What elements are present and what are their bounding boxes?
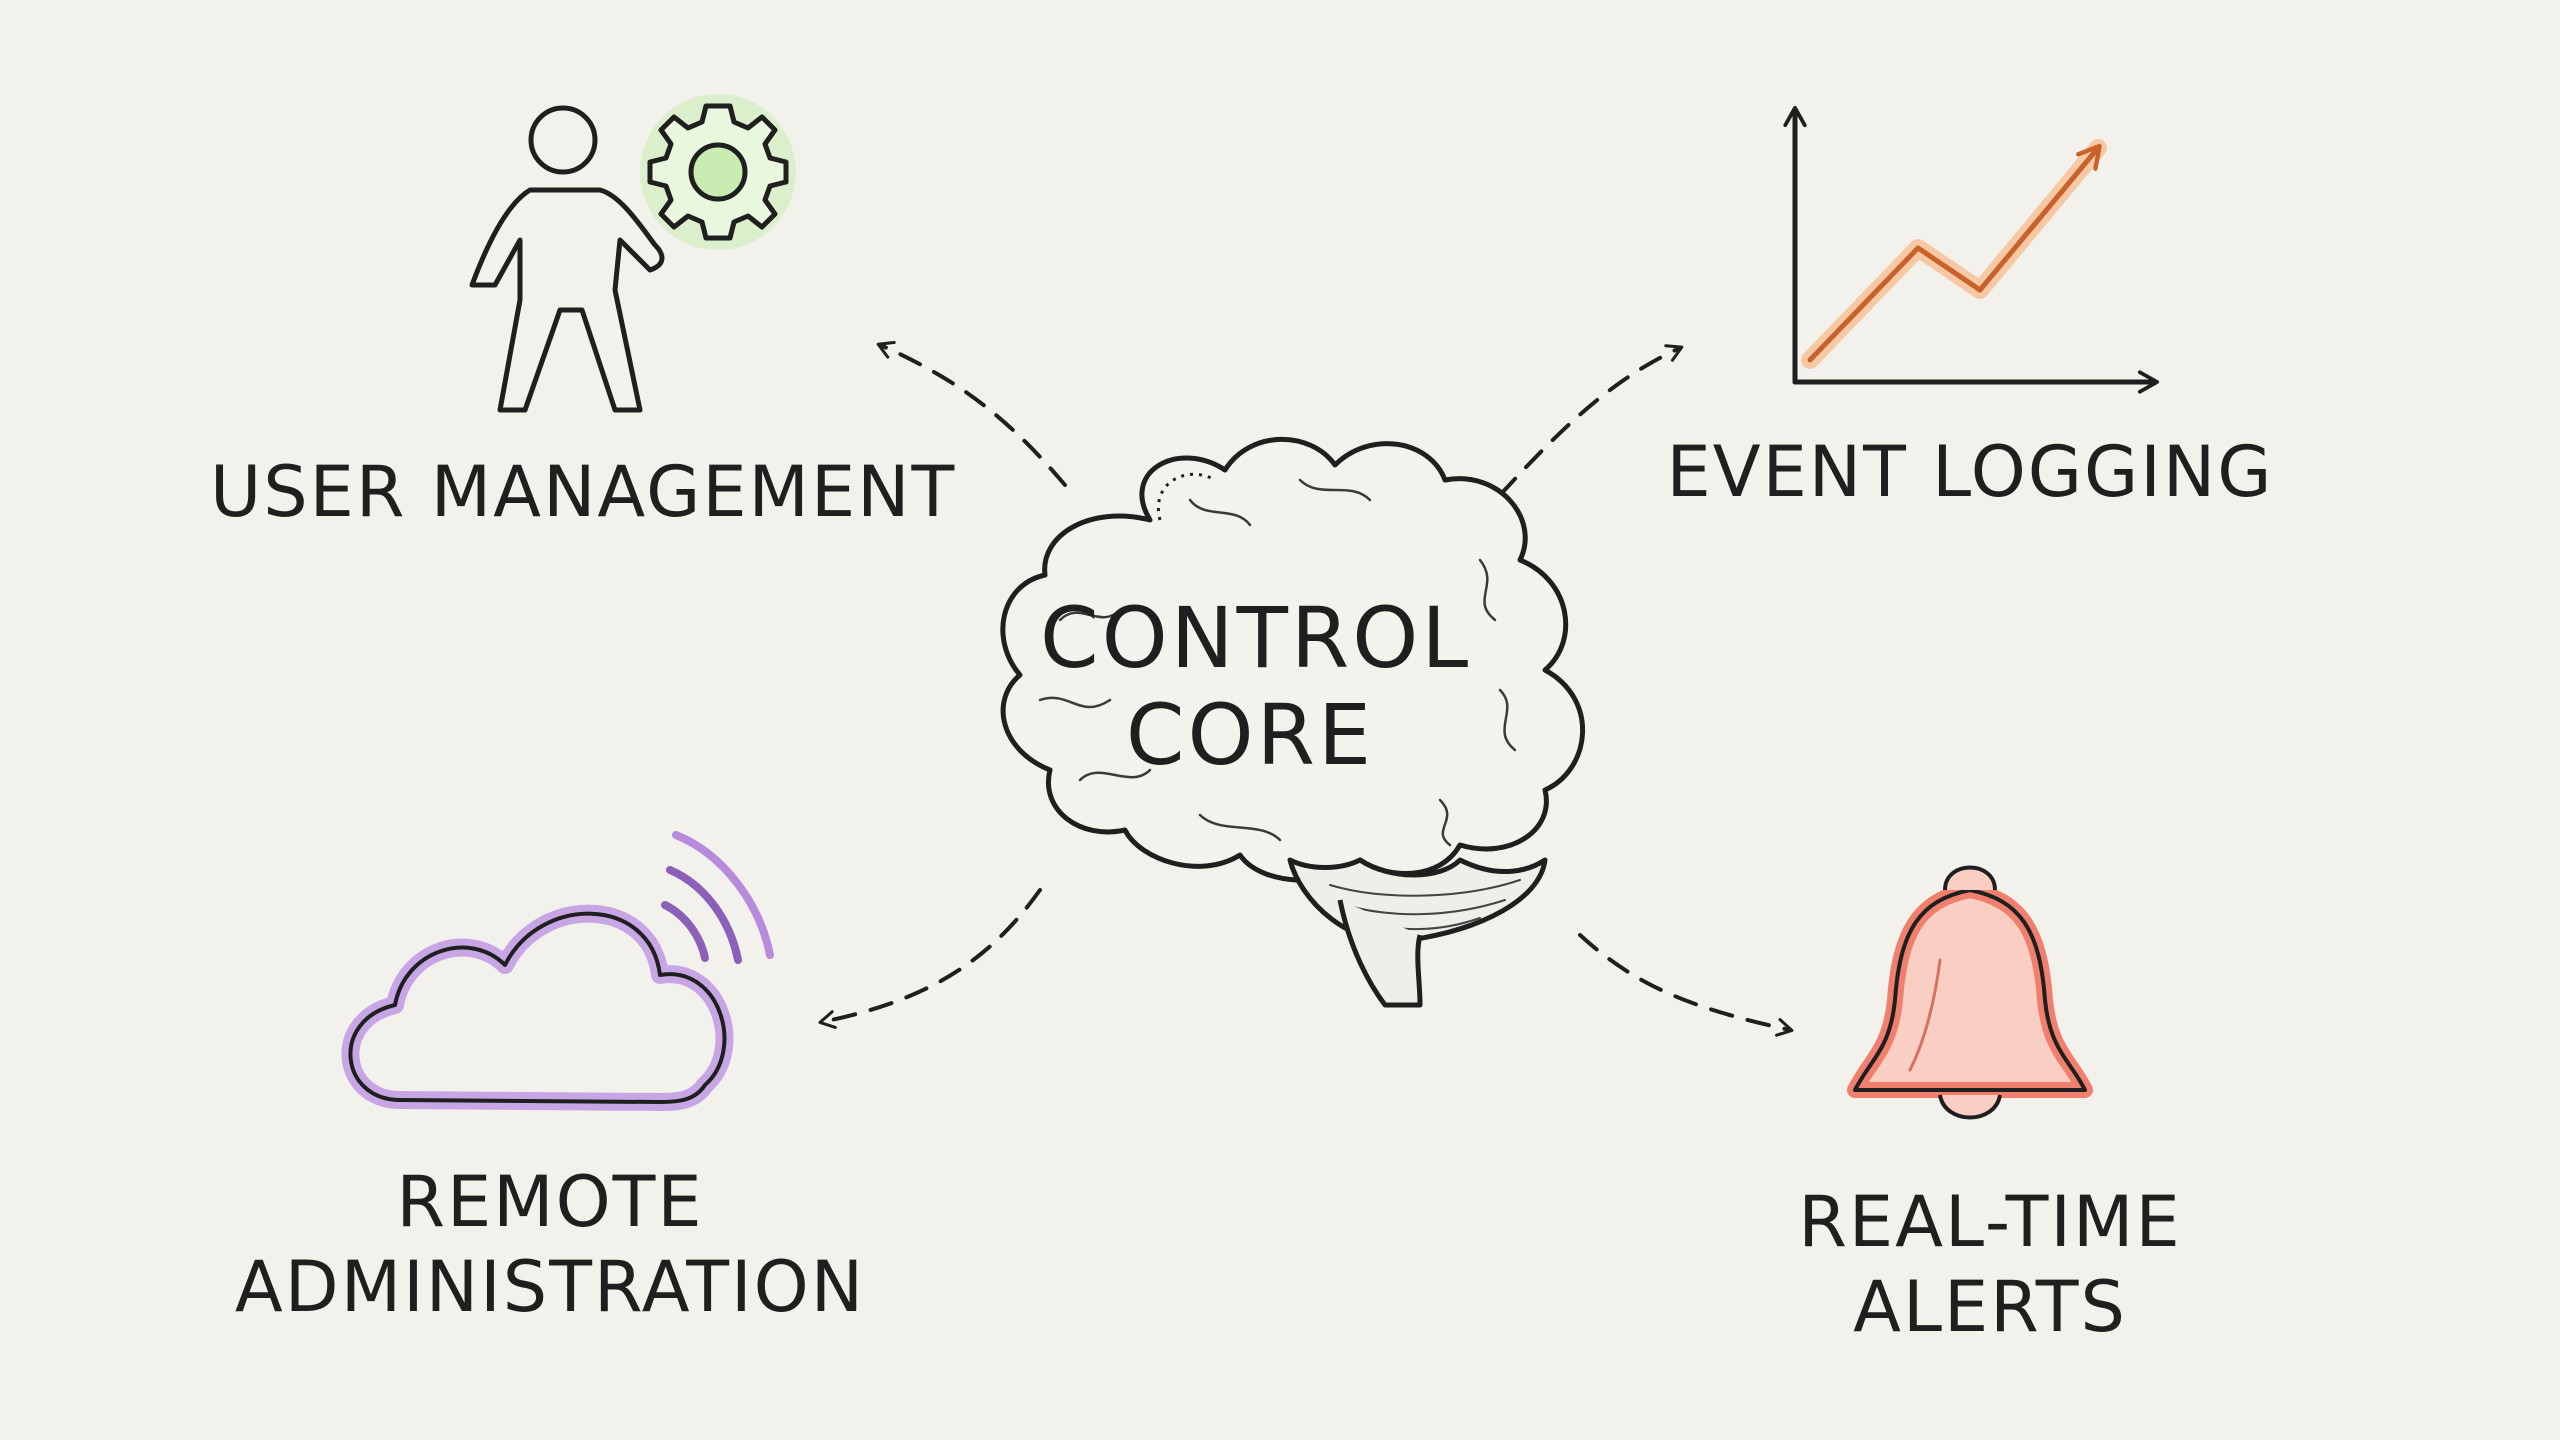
connector-remote-administration xyxy=(818,888,1042,1029)
brain-icon xyxy=(1000,436,1585,1008)
user-gear-icon xyxy=(469,94,796,413)
real-time-alerts-line2: ALERTS xyxy=(1853,1266,2127,1349)
user-management-label: USER MANAGEMENT xyxy=(210,450,957,535)
remote-administration-line2: ADMINISTRATION xyxy=(234,1246,866,1329)
connector-real-time-alerts xyxy=(1578,933,1794,1037)
line-chart-icon xyxy=(1783,105,2160,394)
bell-icon xyxy=(1847,865,2093,1120)
remote-administration-line1: REMOTE xyxy=(396,1161,704,1243)
real-time-alerts-line1: REAL-TIME xyxy=(1798,1181,2182,1263)
user-management-text: USER MANAGEMENT xyxy=(210,451,957,533)
core-label-line2: CORE xyxy=(1125,685,1375,784)
remote-administration-label: REMOTE ADMINISTRATION xyxy=(200,1160,900,1331)
event-logging-text: EVENT LOGGING xyxy=(1666,431,2274,513)
core-label-line1: CONTROL xyxy=(1040,589,1472,687)
connector-user-management xyxy=(876,340,1067,487)
event-logging-label: EVENT LOGGING xyxy=(1660,430,2280,515)
connector-event-logging xyxy=(1498,344,1684,497)
real-time-alerts-label: REAL-TIME ALERTS xyxy=(1740,1180,2240,1351)
core-label: CONTROL CORE xyxy=(1040,589,1472,784)
cloud-signal-icon xyxy=(341,831,774,1111)
